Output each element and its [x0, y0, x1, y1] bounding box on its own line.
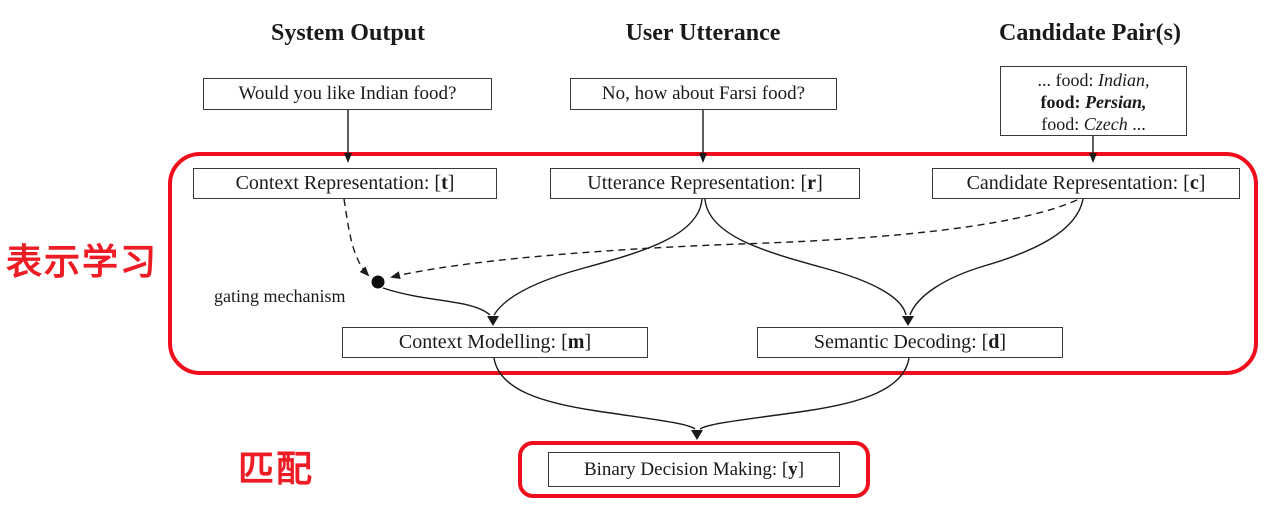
- utterance-representation-box: Utterance Representation: [r]: [550, 168, 860, 199]
- candidate-line-3: food: Czech ...: [1041, 114, 1146, 134]
- matching-label: 匹配: [238, 448, 315, 489]
- binary-decision-box: Binary Decision Making: [y]: [548, 452, 840, 487]
- matching-frame: [518, 441, 870, 498]
- context-representation-box: Context Representation: [t]: [193, 168, 497, 199]
- gating-mechanism-label: gating mechanism: [214, 286, 346, 306]
- candidate-representation-box: Candidate Representation: [c]: [932, 168, 1240, 199]
- header-candidate-pairs: Candidate Pair(s): [999, 20, 1181, 46]
- header-system-output: System Output: [270, 20, 426, 46]
- context-modelling-box: Context Modelling: [m]: [342, 327, 648, 358]
- user-utterance-box: No, how about Farsi food?: [570, 78, 837, 110]
- candidate-line-1: ... food: Indian,: [1037, 70, 1150, 90]
- representation-learning-label: 表示学习: [6, 241, 159, 282]
- candidate-line-2: food: Persian,: [1040, 92, 1147, 112]
- candidate-pairs-box: ... food: Indian, food: Persian, food: C…: [1000, 66, 1187, 136]
- header-user-utterance: User Utterance: [625, 20, 781, 46]
- semantic-decoding-box: Semantic Decoding: [d]: [757, 327, 1063, 358]
- system-output-box: Would you like Indian food?: [203, 78, 492, 110]
